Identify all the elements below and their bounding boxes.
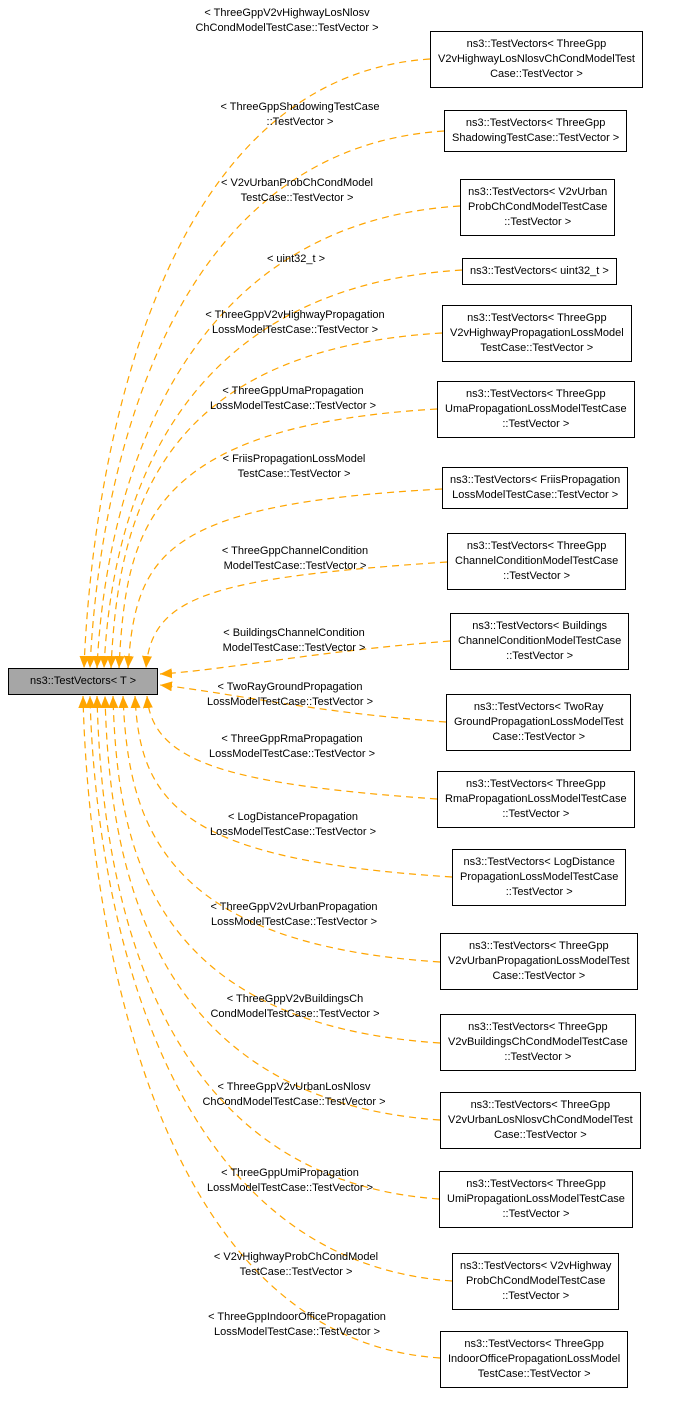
edge-label: < BuildingsChannelCondition ModelTestCas… <box>222 627 366 654</box>
template-instantiation-edge <box>159 681 447 723</box>
instantiation-node[interactable]: ns3::TestVectors< ThreeGpp V2vHighwayPro… <box>442 305 632 362</box>
template-instantiation-edge <box>106 332 443 669</box>
instantiation-node[interactable]: ns3::TestVectors< FriisPropagation LossM… <box>442 467 629 509</box>
instantiation-node[interactable]: ns3::TestVectors< ThreeGpp RmaPropagatio… <box>437 771 635 828</box>
template-instantiation-edge <box>100 695 441 1121</box>
template-instantiation-edge <box>79 58 431 669</box>
edge-label: < ThreeGppUmiPropagation LossModelTestCa… <box>207 1167 373 1194</box>
template-instantiation-edge <box>99 269 463 669</box>
instantiation-node[interactable]: ns3::TestVectors< ThreeGpp UmiPropagatio… <box>439 1171 633 1228</box>
edge-label: < ThreeGppUmaPropagation LossModelTestCa… <box>210 385 376 412</box>
edge-label: < ThreeGppV2vUrbanLosNlosv ChCondModelTe… <box>202 1081 386 1108</box>
template-instantiation-edge <box>142 561 448 669</box>
instantiation-node[interactable]: ns3::TestVectors< ThreeGpp V2vUrbanLosNl… <box>440 1092 641 1149</box>
template-instantiation-edge <box>123 488 443 669</box>
template-instantiation-edge <box>142 695 438 800</box>
template-instantiation-edge <box>114 408 438 669</box>
edge-label: < ThreeGppRmaPropagation LossModelTestCa… <box>209 733 375 760</box>
edge-label: < uint32_t > <box>266 253 326 265</box>
template-instantiation-edge <box>78 695 441 1359</box>
edge-label: < V2vUrbanProbChCondModel TestCase::Test… <box>221 177 373 204</box>
edge-label: < ThreeGppV2vBuildingsCh CondModelTestCa… <box>210 993 380 1020</box>
edge-label: < FriisPropagationLossModel TestCase::Te… <box>222 453 366 480</box>
template-instantiation-edge <box>159 640 451 679</box>
template-instantiation-edge <box>92 205 461 669</box>
template-instantiation-edge <box>85 130 445 669</box>
instantiation-node[interactable]: ns3::TestVectors< V2vUrban ProbChCondMod… <box>460 179 616 236</box>
template-instantiation-edge <box>130 695 453 878</box>
edge-label: < ThreeGppV2vHighwayLosNlosv ChCondModel… <box>195 7 379 34</box>
edge-label: < ThreeGppChannelCondition ModelTestCase… <box>221 545 369 572</box>
edge-label: < ThreeGppV2vHighwayPropagation LossMode… <box>205 309 385 336</box>
instantiation-node[interactable]: ns3::TestVectors< uint32_t > <box>462 258 617 285</box>
instantiation-node[interactable]: ns3::TestVectors< ThreeGpp ShadowingTest… <box>444 110 628 152</box>
edge-label: < V2vHighwayProbChCondModel TestCase::Te… <box>213 1251 379 1278</box>
instantiation-node[interactable]: ns3::TestVectors< Buildings ChannelCondi… <box>450 613 630 670</box>
instantiation-node[interactable]: ns3::TestVectors< V2vHighway ProbChCondM… <box>452 1253 620 1310</box>
edge-label: < ThreeGppShadowingTestCase ::TestVector… <box>220 101 380 128</box>
template-class-node: ns3::TestVectors< T > <box>8 668 158 695</box>
instantiation-node[interactable]: ns3::TestVectors< ThreeGpp ChannelCondit… <box>447 533 627 590</box>
template-instantiation-edge <box>92 695 440 1200</box>
instantiation-node[interactable]: ns3::TestVectors< ThreeGpp IndoorOfficeP… <box>440 1331 629 1388</box>
edge-label: < ThreeGppV2vUrbanPropagation LossModelT… <box>210 901 378 928</box>
instantiation-node[interactable]: ns3::TestVectors< ThreeGpp UmaPropagatio… <box>437 381 635 438</box>
template-instantiation-edge <box>108 695 441 1044</box>
instantiation-node[interactable]: ns3::TestVectors< ThreeGpp V2vHighwayLos… <box>430 31 643 88</box>
instantiation-node[interactable]: ns3::TestVectors< ThreeGpp V2vBuildingsC… <box>440 1014 636 1071</box>
instantiation-node[interactable]: ns3::TestVectors< ThreeGpp V2vUrbanPropa… <box>440 933 638 990</box>
edge-label: < LogDistancePropagation LossModelTestCa… <box>210 811 376 838</box>
template-instantiation-edge <box>85 695 453 1282</box>
instantiation-node[interactable]: ns3::TestVectors< LogDistance Propagatio… <box>452 849 627 906</box>
edge-label: < TwoRayGroundPropagation LossModelTestC… <box>207 681 373 708</box>
template-instantiation-edge <box>118 695 441 963</box>
instantiation-node[interactable]: ns3::TestVectors< TwoRay GroundPropagati… <box>446 694 632 751</box>
edge-label: < ThreeGppIndoorOfficePropagation LossMo… <box>208 1311 386 1338</box>
